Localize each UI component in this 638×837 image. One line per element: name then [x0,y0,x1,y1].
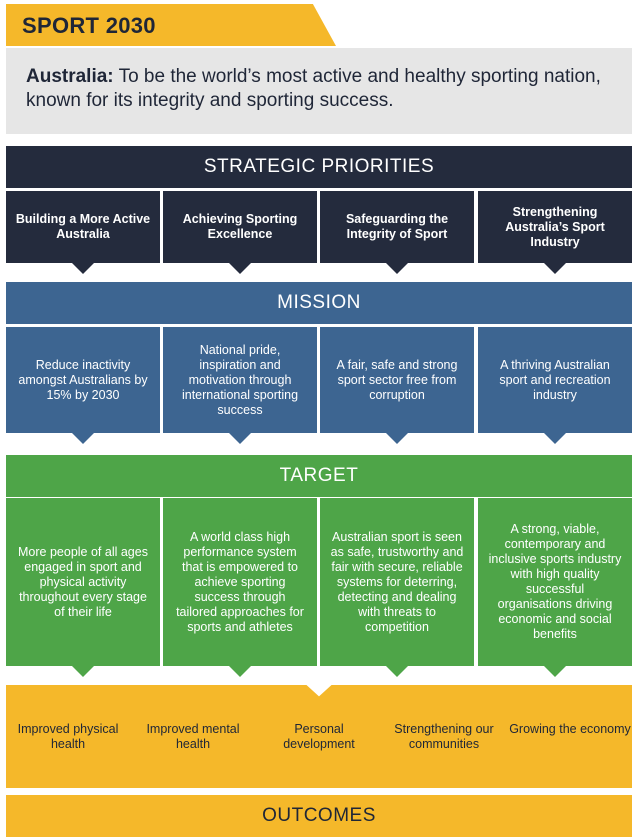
mission-text: Reduce inactivity amongst Australians by… [18,357,148,402]
strategic-priority-box: Achieving Sporting Excellence [163,191,317,274]
strategic-priority-text: Safeguarding the Integrity of Sport [345,212,449,241]
outcome-item: Personal development [283,722,355,751]
target-box: More people of all ages engaged in sport… [6,498,160,677]
target-box: A world class high performance system th… [163,498,317,677]
outcome-item: Growing the economy [509,722,631,736]
mission-text: National pride, inspiration and motivati… [181,342,299,417]
strategic-priority-box: Strengthening Australia’s Sport Industry [478,191,632,274]
mission-box: A fair, safe and strong sport sector fre… [320,327,474,444]
strategic-priority-box: Building a More Active Australia [6,191,160,274]
strategic-priority-text: Achieving Sporting Excellence [182,212,298,241]
target-box: Australian sport is seen as safe, trustw… [320,498,474,677]
outcome-item: Strengthening our communities [394,722,494,751]
mission-text: A thriving Australian sport and recreati… [499,357,611,402]
mission-box: Reduce inactivity amongst Australians by… [6,327,160,444]
strategic-priorities-heading: STRATEGIC PRIORITIES [6,146,632,188]
page-title: SPORT 2030 [6,4,336,46]
mission-box: A thriving Australian sport and recreati… [478,327,632,444]
mission-heading: MISSION [6,282,632,324]
mission-text: A fair, safe and strong sport sector fre… [336,357,458,402]
strategic-priority-box: Safeguarding the Integrity of Sport [320,191,474,274]
strategic-priority-text: Strengthening Australia’s Sport Industry [505,204,605,249]
target-heading: TARGET [6,455,632,497]
strategic-priority-text: Building a More Active Australia [15,212,151,241]
target-box: A strong, viable, contemporary and inclu… [478,498,632,677]
vision-text: To be the world’s most active and health… [26,66,601,111]
outcome-item: Improved physical health [17,722,119,751]
target-text: A world class high performance system th… [176,529,304,634]
target-text: A strong, viable, contemporary and inclu… [488,522,622,641]
target-text: Australian sport is seen as safe, trustw… [330,529,464,634]
outcome-item: Improved mental health [146,722,240,751]
outcomes-heading: OUTCOMES [6,795,632,837]
vision-statement: Australia: To be the world’s most active… [6,48,632,134]
outcomes-panel [6,685,632,788]
vision-label: Australia: [26,66,114,87]
mission-box: National pride, inspiration and motivati… [163,327,317,444]
target-text: More people of all ages engaged in sport… [18,544,148,619]
